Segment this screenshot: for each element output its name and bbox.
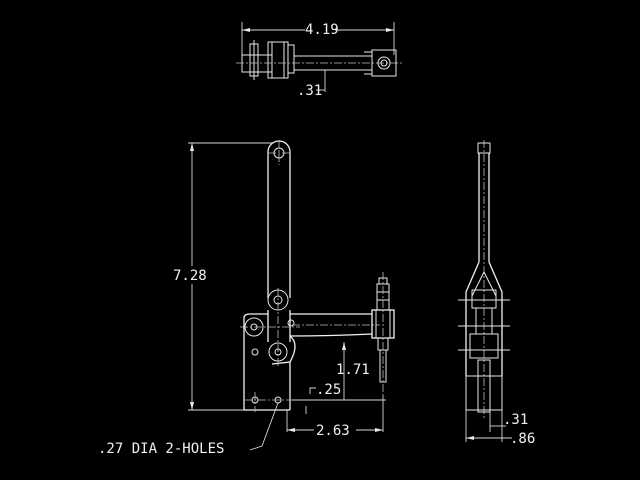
top-pivot [287, 44, 295, 74]
top-dim-arrow-right [386, 28, 394, 32]
top-spindle-block [371, 49, 397, 77]
side-top-cap [477, 142, 491, 154]
reach-arrow-right [375, 428, 383, 432]
dim-spindle-reach: 2.63 [316, 423, 350, 439]
side-yoke-right [488, 261, 503, 376]
offset-leader [309, 387, 316, 394]
dim-top-small: .31 [297, 83, 322, 99]
side-plunger [477, 359, 491, 413]
side-yoke-left [465, 261, 480, 376]
link-pin [287, 319, 295, 327]
top-dim-text-bg [305, 22, 335, 36]
top-link-block [267, 41, 289, 79]
front-view: 7.28 [98, 140, 395, 457]
spindle-height-arrow [342, 342, 346, 350]
base-top-curve [243, 313, 268, 319]
reach-text-bg [314, 422, 356, 438]
reach-arrow-left [287, 428, 295, 432]
link-lower-curve [271, 335, 296, 365]
arm-bottom [289, 333, 373, 337]
side-view: .31 .86 [458, 140, 535, 447]
note-leader [249, 402, 279, 451]
side-width-arrow [466, 436, 474, 440]
top-spindle-inner [380, 59, 388, 67]
dim-top-overall: 4.19 [305, 22, 339, 38]
dim-overall-height: 7.28 [173, 268, 207, 284]
base-pin [251, 348, 259, 356]
link-body [267, 310, 291, 342]
top-dim-arrow-left [242, 28, 250, 32]
dim-hole-offset: .25 [316, 382, 341, 398]
side-base [465, 375, 503, 411]
side-lower-block [469, 333, 499, 359]
note-holes: .27 DIA 2-HOLES [98, 441, 224, 457]
height-arrow-bottom [190, 402, 194, 410]
side-yoke-inner [471, 271, 497, 297]
height-arrow-top [190, 143, 194, 151]
dim-spindle-height: 1.71 [336, 362, 370, 378]
dim-side-small: .31 [503, 412, 528, 428]
dim-side-width: .86 [510, 431, 535, 447]
top-pin-1-body [249, 43, 259, 77]
top-view: 4.19 .31 [236, 22, 402, 99]
top-spindle-hole [377, 56, 391, 70]
height-text-bg [172, 266, 212, 284]
